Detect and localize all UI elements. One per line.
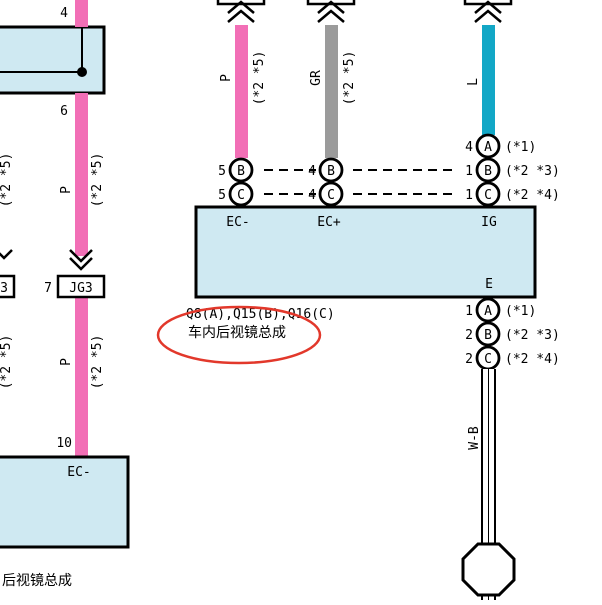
svg-text:1: 1 [465, 164, 473, 179]
far-left-note-upper: (*2 *5) [0, 153, 14, 208]
left-connector-box [56, 274, 106, 299]
pin-e-a: A 1 (*1) [465, 297, 536, 323]
left-component-pin-label: EC- [67, 465, 90, 480]
svg-text:C: C [327, 188, 335, 203]
left-bottom-component [0, 455, 130, 549]
pin-ec-plus-b: B 4 [308, 157, 344, 183]
svg-text:(*2 *4): (*2 *4) [505, 352, 560, 367]
svg-text:C: C [237, 188, 245, 203]
far-left-cut-label: 3 [0, 281, 8, 296]
svg-text:C: C [484, 352, 492, 367]
far-left-note-lower: (*2 *5) [0, 335, 14, 390]
pin-ec-minus-c: C 5 [218, 181, 254, 207]
svg-text:(*1): (*1) [505, 304, 536, 319]
wire-gr-note: (*2 *5) [342, 51, 357, 106]
wire-l-color: L [466, 78, 481, 86]
pin-ig-a: A 4 (*1) [465, 133, 536, 159]
svg-text:4: 4 [465, 140, 473, 155]
left-wire-note-upper: (*2 *5) [90, 153, 105, 208]
svg-text:2: 2 [465, 328, 473, 343]
left-wire-bottom-segment [75, 297, 88, 457]
wire-p [235, 25, 248, 158]
svg-text:2: 2 [465, 352, 473, 367]
pin-e-b: B 2 (*2 *3) [465, 321, 560, 347]
wire-p-chevron [216, 0, 266, 23]
terminal-ec-plus: EC+ [317, 215, 341, 230]
pin-ec-plus-c: C 4 [308, 181, 344, 207]
component-codes: Q8(A),Q15(B),Q16(C) [186, 307, 335, 322]
svg-text:C: C [484, 188, 492, 203]
left-component-name: 后视镜总成 [2, 573, 72, 589]
svg-text:4: 4 [308, 164, 316, 179]
left-connector-label: JG3 [69, 281, 92, 296]
svg-text:B: B [484, 328, 492, 343]
left-wire-note-lower: (*2 *5) [90, 335, 105, 390]
svg-text:5: 5 [218, 188, 226, 203]
left-pin-top: 4 [60, 6, 68, 21]
terminal-e: E [485, 277, 493, 292]
svg-text:(*2 *3): (*2 *3) [505, 164, 560, 179]
svg-text:1: 1 [465, 188, 473, 203]
pin-e-c: C 2 (*2 *4) [465, 345, 560, 371]
left-connector-pin: 7 [44, 281, 52, 296]
left-wire-top-segment [75, 0, 88, 27]
far-left-cut-box [0, 274, 16, 299]
wire-wb-color: W-B [467, 426, 482, 450]
pin-ig-b: B 1 (*2 *3) [465, 157, 560, 183]
wire-gr-chevron [306, 0, 356, 23]
pin-ig-c: C 1 (*2 *4) [465, 181, 560, 207]
left-wire-color-lower: P [59, 358, 74, 366]
mirror-assembly-box [194, 205, 537, 299]
ground-point [461, 542, 516, 597]
red-annotation-ellipse [156, 305, 322, 365]
svg-text:B: B [484, 164, 492, 179]
wire-p-color: P [219, 74, 234, 82]
terminal-ig: IG [481, 215, 497, 230]
component-name: 车内后视镜总成 [188, 324, 286, 341]
pin-ec-minus-b: B 5 [218, 157, 254, 183]
left-top-component [0, 25, 106, 95]
svg-text:(*2 *3): (*2 *3) [505, 328, 560, 343]
svg-text:B: B [327, 164, 335, 179]
svg-text:(*1): (*1) [505, 140, 536, 155]
svg-text:1: 1 [465, 304, 473, 319]
left-connector-chevron [69, 249, 93, 271]
left-pin-10: 10 [56, 436, 72, 451]
svg-text:A: A [484, 140, 492, 155]
junction-dot [77, 67, 87, 77]
far-left-chevron [0, 249, 13, 260]
wire-l [482, 25, 495, 135]
wire-gr [325, 25, 338, 158]
svg-text:B: B [237, 164, 245, 179]
wire-p-note: (*2 *5) [252, 51, 267, 106]
svg-text:(*2 *4): (*2 *4) [505, 188, 560, 203]
terminal-ec-minus: EC- [226, 215, 249, 230]
svg-text:5: 5 [218, 164, 226, 179]
left-wire-color-upper: P [59, 186, 74, 194]
wire-gr-color: GR [309, 70, 324, 86]
left-pin-6: 6 [60, 104, 68, 119]
svg-text:A: A [484, 304, 492, 319]
wire-l-chevron [463, 0, 513, 23]
left-wire-middle-segment [75, 93, 88, 256]
svg-text:4: 4 [308, 188, 316, 203]
